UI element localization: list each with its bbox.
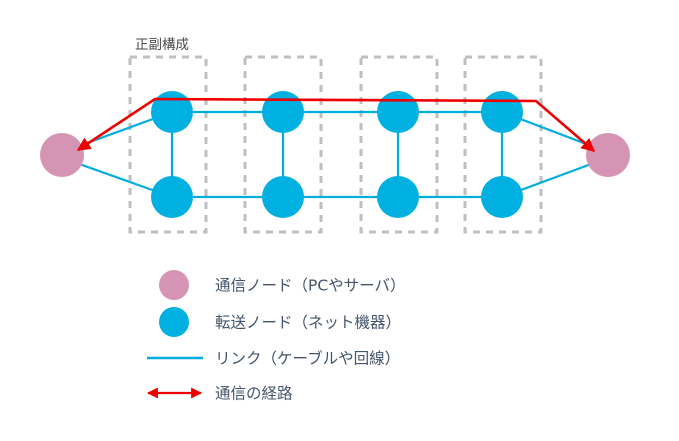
forward-node-4-bottom xyxy=(481,176,523,218)
legend-item-forward-node: 転送ノード（ネット機器） xyxy=(159,307,401,337)
group-3 xyxy=(359,55,439,234)
group-label-seifuku-kousei: 正副構成 xyxy=(135,37,189,53)
legend-item-link: リンク（ケーブルや回線） xyxy=(147,349,400,368)
forward-node-1-top xyxy=(151,91,193,133)
redundancy-group-boxes xyxy=(128,55,543,234)
group-1 xyxy=(128,55,208,234)
forward-node-2-bottom xyxy=(262,176,304,218)
legend-marker-forward-node-icon xyxy=(159,307,189,337)
comm-node-right xyxy=(586,133,630,177)
communication-node-layer xyxy=(40,133,630,177)
legend-label-1: 通信ノード（PCやサーバ） xyxy=(215,277,406,295)
forward-node-2-top xyxy=(262,91,304,133)
forward-node-4-top xyxy=(481,91,523,133)
legend-item-path: 通信の経路 xyxy=(146,385,293,403)
legend-item-comm-node: 通信ノード（PCやサーバ） xyxy=(159,270,406,300)
forward-node-3-bottom xyxy=(377,176,419,218)
legend-label-4: 通信の経路 xyxy=(215,385,293,403)
group-2 xyxy=(243,55,323,234)
group-4 xyxy=(463,55,543,234)
forward-node-1-bottom xyxy=(151,176,193,218)
legend-label-2: 転送ノード（ネット機器） xyxy=(215,314,401,332)
legend-label-3: リンク（ケーブルや回線） xyxy=(215,349,400,368)
legend-marker-comm-node-icon xyxy=(159,270,189,300)
forward-node-3-top xyxy=(377,91,419,133)
communication-path xyxy=(76,97,596,152)
link-layer xyxy=(67,110,603,199)
legend: 通信ノード（PCやサーバ） 転送ノード（ネット機器） リンク（ケーブルや回線） 通信の… xyxy=(146,270,406,403)
communication-path-layer xyxy=(76,97,596,152)
comm-node-left xyxy=(40,133,84,177)
